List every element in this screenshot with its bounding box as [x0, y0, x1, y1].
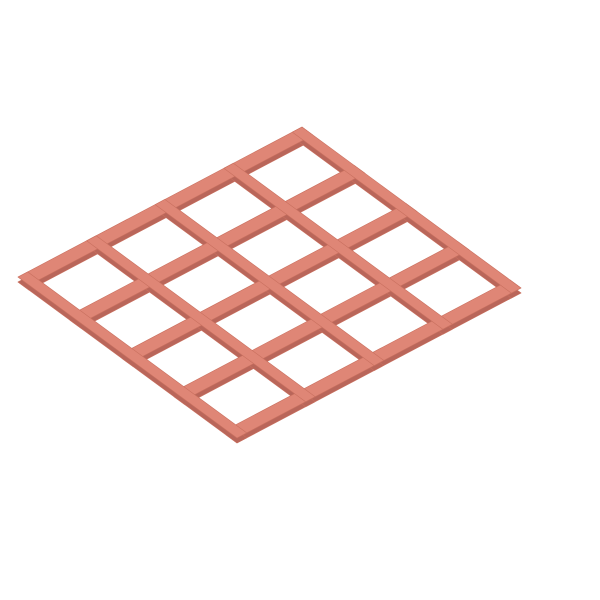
lattice-bar-column-1: [86, 235, 316, 403]
lattice-bar-column-0: [17, 271, 247, 439]
lattice-bar-column-4: [291, 126, 522, 294]
lattice-bar-column-2: [154, 199, 385, 366]
lattice-bar-column-3: [223, 162, 453, 330]
lattice-grid: [17, 126, 522, 439]
